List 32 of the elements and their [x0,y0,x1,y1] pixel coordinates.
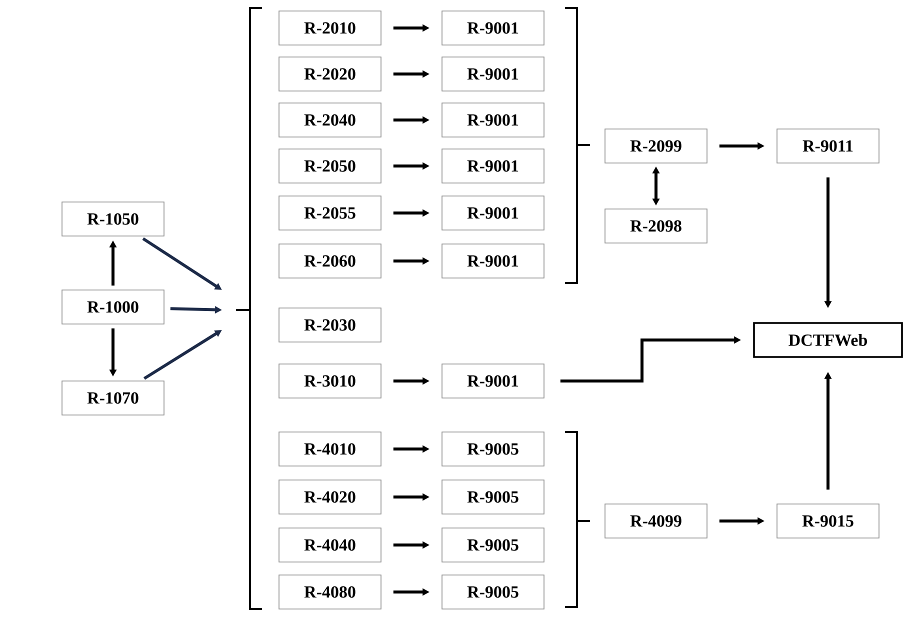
code-box: R-9001 [442,364,544,398]
code-box: R-9005 [442,480,544,514]
code-box: R-4080 [278,574,382,610]
code-box: R-2030 [278,308,382,342]
code-box: R-9001 [442,148,544,184]
code-box: R-4099 [604,504,708,538]
code-box: R-2055 [278,196,382,230]
code-box: R-4040 [278,528,382,562]
code-box: R-1070 [62,380,164,416]
code-box: R-9005 [442,528,544,562]
code-box: R-9005 [442,432,544,466]
code-box: R-2020 [278,56,382,92]
code-box: R-2040 [278,102,382,138]
code-box: R-2098 [604,208,708,244]
code-box: R-2099 [604,128,708,164]
code-box: R-2010 [278,10,382,46]
code-box: R-9001 [442,196,544,230]
code-box: R-4020 [278,480,382,514]
code-box: R-9011 [776,128,880,164]
code-box: R-9001 [442,56,544,92]
code-box: R-9005 [442,574,544,610]
code-box: R-4010 [278,432,382,466]
code-box: R-1000 [62,290,164,324]
code-box: R-9001 [442,10,544,46]
code-box: R-2050 [278,148,382,184]
code-box: R-9001 [442,244,544,278]
code-box: R-9001 [442,102,544,138]
code-box: R-2060 [278,244,382,278]
code-box: R-3010 [278,364,382,398]
code-box: R-1050 [62,202,164,236]
code-box: R-9015 [776,504,880,538]
output-box: DCTFWeb [753,322,903,358]
